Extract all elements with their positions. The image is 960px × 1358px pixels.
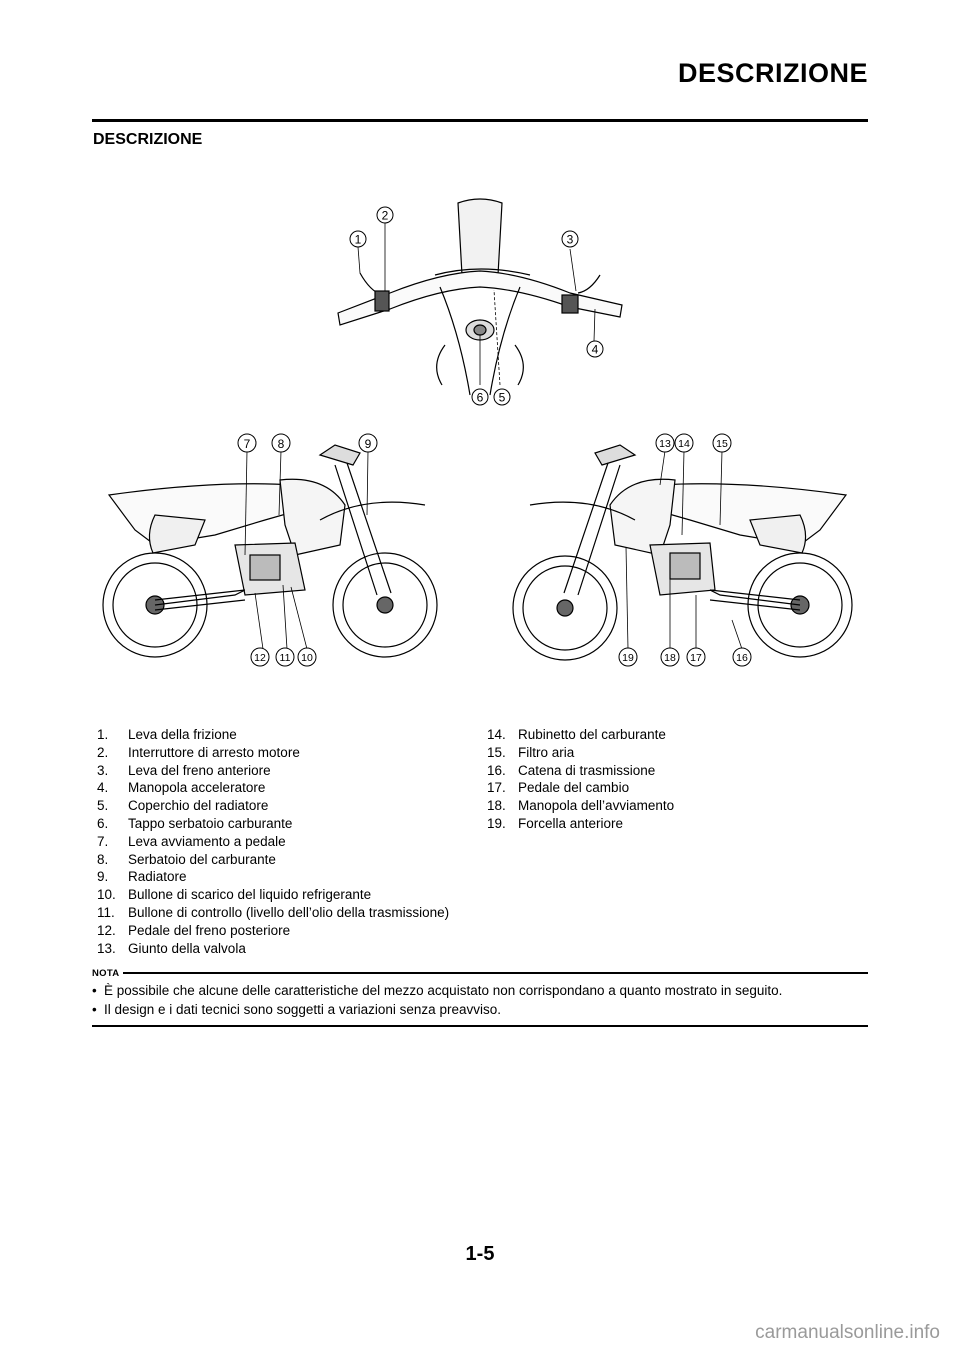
nota-item: •È possibile che alcune delle caratteris… <box>92 981 868 1000</box>
legend-item: 19.Forcella anteriore <box>487 815 867 833</box>
page-header-title: DESCRIZIONE <box>678 58 868 89</box>
callout-10: 10 <box>301 652 313 664</box>
handlebar-top-view-figure: 1 2 3 4 5 6 <box>330 195 630 410</box>
legend-item: 12.Pedale del freno posteriore <box>97 922 477 940</box>
callout-5: 5 <box>499 391 506 405</box>
section-title: DESCRIZIONE <box>93 131 202 149</box>
callout-4: 4 <box>592 343 599 357</box>
nota-item: •Il design e i dati tecnici sono soggett… <box>92 1000 868 1019</box>
legend-item: 4.Manopola acceleratore <box>97 779 477 797</box>
callout-16: 16 <box>736 652 748 664</box>
legend-item: 13.Giunto della valvola <box>97 940 477 958</box>
header-rule <box>92 119 868 122</box>
legend-item: 15.Filtro aria <box>487 744 867 762</box>
legend-item: 17.Pedale del cambio <box>487 779 867 797</box>
legend-item: 5.Coperchio del radiatore <box>97 797 477 815</box>
nota-rule <box>123 972 868 974</box>
callout-14: 14 <box>678 438 690 450</box>
legend-item: 8.Serbatoio del carburante <box>97 851 477 869</box>
page-number: 1-5 <box>0 1243 960 1266</box>
callout-13: 13 <box>659 438 671 450</box>
watermark: carmanualsonline.info <box>755 1322 940 1344</box>
callout-3: 3 <box>567 233 574 247</box>
parts-legend-left: 1.Leva della frizione 2.Interruttore di … <box>97 726 477 957</box>
callout-1: 1 <box>355 233 362 247</box>
bullet-icon: • <box>92 1000 104 1019</box>
legend-item: 6.Tappo serbatoio carburante <box>97 815 477 833</box>
callout-19: 19 <box>622 652 634 664</box>
legend-item: 1.Leva della frizione <box>97 726 477 744</box>
nota-bottom-rule <box>92 1025 868 1027</box>
legend-item: 2.Interruttore di arresto motore <box>97 744 477 762</box>
motorcycle-left-side-figure: 7 8 9 10 11 12 <box>95 425 445 675</box>
parts-legend-right: 14.Rubinetto del carburante 15.Filtro ar… <box>487 726 867 833</box>
motorcycle-right-side-figure: 13 14 15 16 17 18 19 <box>500 425 860 675</box>
callout-12: 12 <box>254 652 266 664</box>
legend-item: 10.Bullone di scarico del liquido refrig… <box>97 886 477 904</box>
legend-item: 14.Rubinetto del carburante <box>487 726 867 744</box>
nota-label: NOTA <box>92 968 119 979</box>
legend-item: 18.Manopola dell’avviamento <box>487 797 867 815</box>
callout-8: 8 <box>278 437 285 451</box>
legend-item: 7.Leva avviamento a pedale <box>97 833 477 851</box>
legend-item: 3.Leva del freno anteriore <box>97 762 477 780</box>
callout-11: 11 <box>280 652 291 664</box>
callout-15: 15 <box>716 438 728 450</box>
callout-9: 9 <box>365 437 372 451</box>
bullet-icon: • <box>92 981 104 1000</box>
callout-17: 17 <box>690 652 702 664</box>
legend-item: 16.Catena di trasmissione <box>487 762 867 780</box>
callout-2: 2 <box>382 209 389 223</box>
callout-7: 7 <box>244 437 251 451</box>
callout-18: 18 <box>664 652 676 664</box>
callout-6: 6 <box>477 391 484 405</box>
legend-item: 9.Radiatore <box>97 868 477 886</box>
legend-item: 11.Bullone di controllo (livello dell’ol… <box>97 904 477 922</box>
nota-box: NOTA •È possibile che alcune delle carat… <box>92 965 868 1027</box>
